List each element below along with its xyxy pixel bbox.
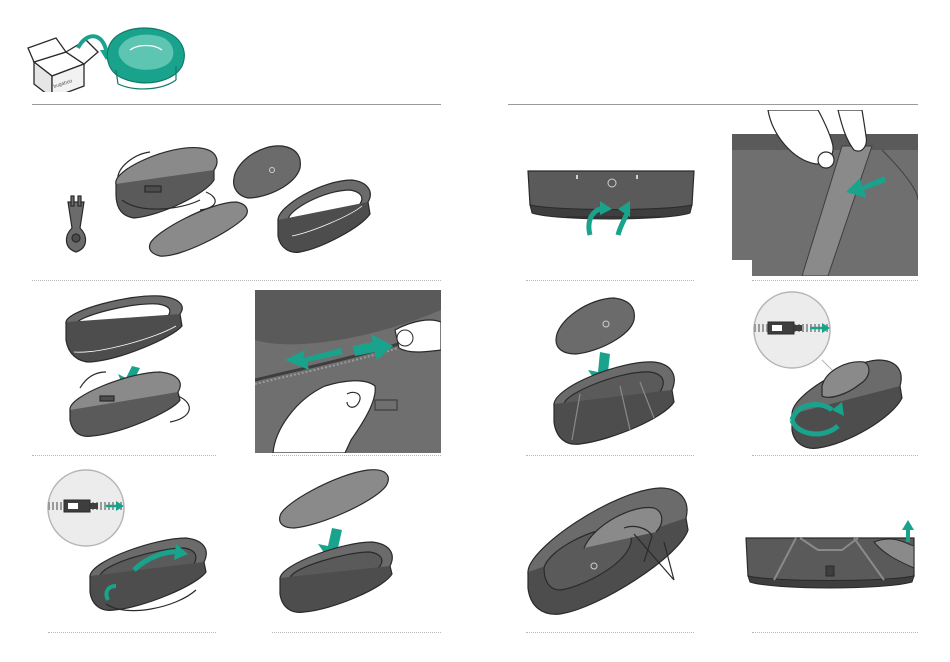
divider <box>32 280 441 281</box>
mattress-insert-illustration <box>276 466 416 624</box>
divider <box>272 632 441 633</box>
divider <box>32 455 216 456</box>
apron-insert-illustration <box>550 290 682 450</box>
unbox-bassinet-icon: bugaboo <box>26 22 188 92</box>
divider <box>526 632 694 633</box>
header-rule-right <box>508 104 918 105</box>
divider <box>526 455 694 456</box>
assembled-bassinet-illustration <box>524 484 694 624</box>
divider <box>752 280 918 281</box>
handle-clip-illustration <box>526 165 696 245</box>
header-rule-left <box>32 104 441 105</box>
zipper-open-photo <box>255 290 441 453</box>
frame-onto-base-illustration <box>60 292 220 447</box>
side-flap-illustration <box>744 520 916 590</box>
zip-around-illustration <box>46 468 216 623</box>
divider <box>526 280 694 281</box>
divider <box>272 455 441 456</box>
divider <box>752 632 918 633</box>
apron-zip-illustration <box>752 290 908 450</box>
divider <box>48 632 216 633</box>
divider <box>752 455 918 456</box>
parts-layout-illustration <box>50 140 390 265</box>
strap-push-photo <box>732 110 918 276</box>
